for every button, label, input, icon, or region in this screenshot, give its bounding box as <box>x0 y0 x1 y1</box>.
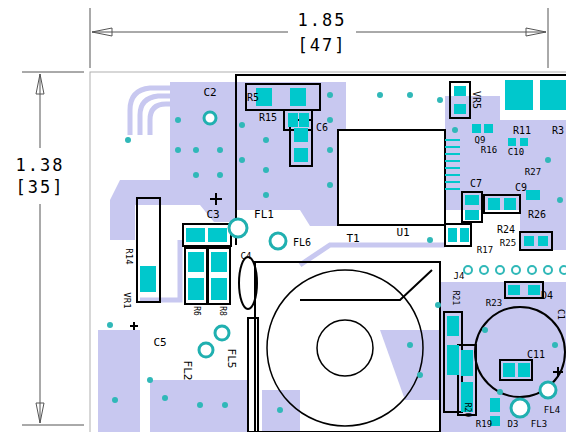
component-label: R24 <box>497 225 515 235</box>
component-outline <box>137 75 566 432</box>
copper-pour <box>98 82 566 432</box>
component-label: R21 <box>451 291 459 305</box>
component-label: C2 <box>203 87 216 98</box>
component-label: C4 <box>241 252 252 261</box>
component-label: R11 <box>513 126 531 136</box>
component-label: R5 <box>247 93 259 103</box>
component-label: R8 <box>218 306 226 316</box>
component-label: C10 <box>508 148 524 157</box>
component-label: D3 <box>508 420 519 429</box>
component-label: VR1 <box>121 292 130 308</box>
copper-trace <box>130 88 540 300</box>
component-label: VR5 <box>471 91 481 109</box>
component-label: R23 <box>486 299 502 308</box>
component-label: R19 <box>476 420 492 429</box>
component-label: C7 <box>470 179 482 189</box>
component-label: FL6 <box>293 238 311 248</box>
component-label: R14 <box>123 248 132 264</box>
component-label: FL4 <box>544 406 560 415</box>
component-label: R15 <box>259 113 277 123</box>
component-label: D4 <box>541 291 553 301</box>
component-label: C9 <box>515 183 527 193</box>
component-label: R26 <box>528 210 546 220</box>
component-label: U1 <box>396 227 409 238</box>
component-label: R25 <box>500 239 516 248</box>
board-outline <box>90 72 566 432</box>
polarity-mark <box>130 193 563 377</box>
component-label: R17 <box>477 246 493 255</box>
component-label: T1 <box>346 233 359 244</box>
component-label: C1 <box>556 309 565 320</box>
component-label: C11 <box>527 350 545 360</box>
component-label: R20 <box>463 403 471 417</box>
component-label: FL1 <box>254 209 274 220</box>
component-label: R3 <box>552 126 564 136</box>
dimension-text: [35] <box>14 178 67 197</box>
component-label: C3 <box>206 209 219 220</box>
dimension-text: 1.38 <box>14 156 67 175</box>
via <box>107 92 563 413</box>
dimension-text: [47] <box>296 36 349 55</box>
component-label: C5 <box>153 337 166 348</box>
component-label: R16 <box>481 146 497 155</box>
test-point <box>199 112 556 417</box>
component-label: R27 <box>525 168 541 177</box>
component-label: FL3 <box>531 420 547 429</box>
component-label: FL2 <box>183 360 194 380</box>
header-pin <box>464 266 566 274</box>
dimension-text: 1.85 <box>296 11 349 30</box>
component-label: C6 <box>316 123 328 133</box>
component-label: Q9 <box>475 136 486 145</box>
component-label: J4 <box>454 272 465 281</box>
transformer-outline <box>267 270 565 426</box>
component-label: FL5 <box>227 348 238 368</box>
component-label: R6 <box>192 306 200 316</box>
smd-pad <box>140 80 566 426</box>
